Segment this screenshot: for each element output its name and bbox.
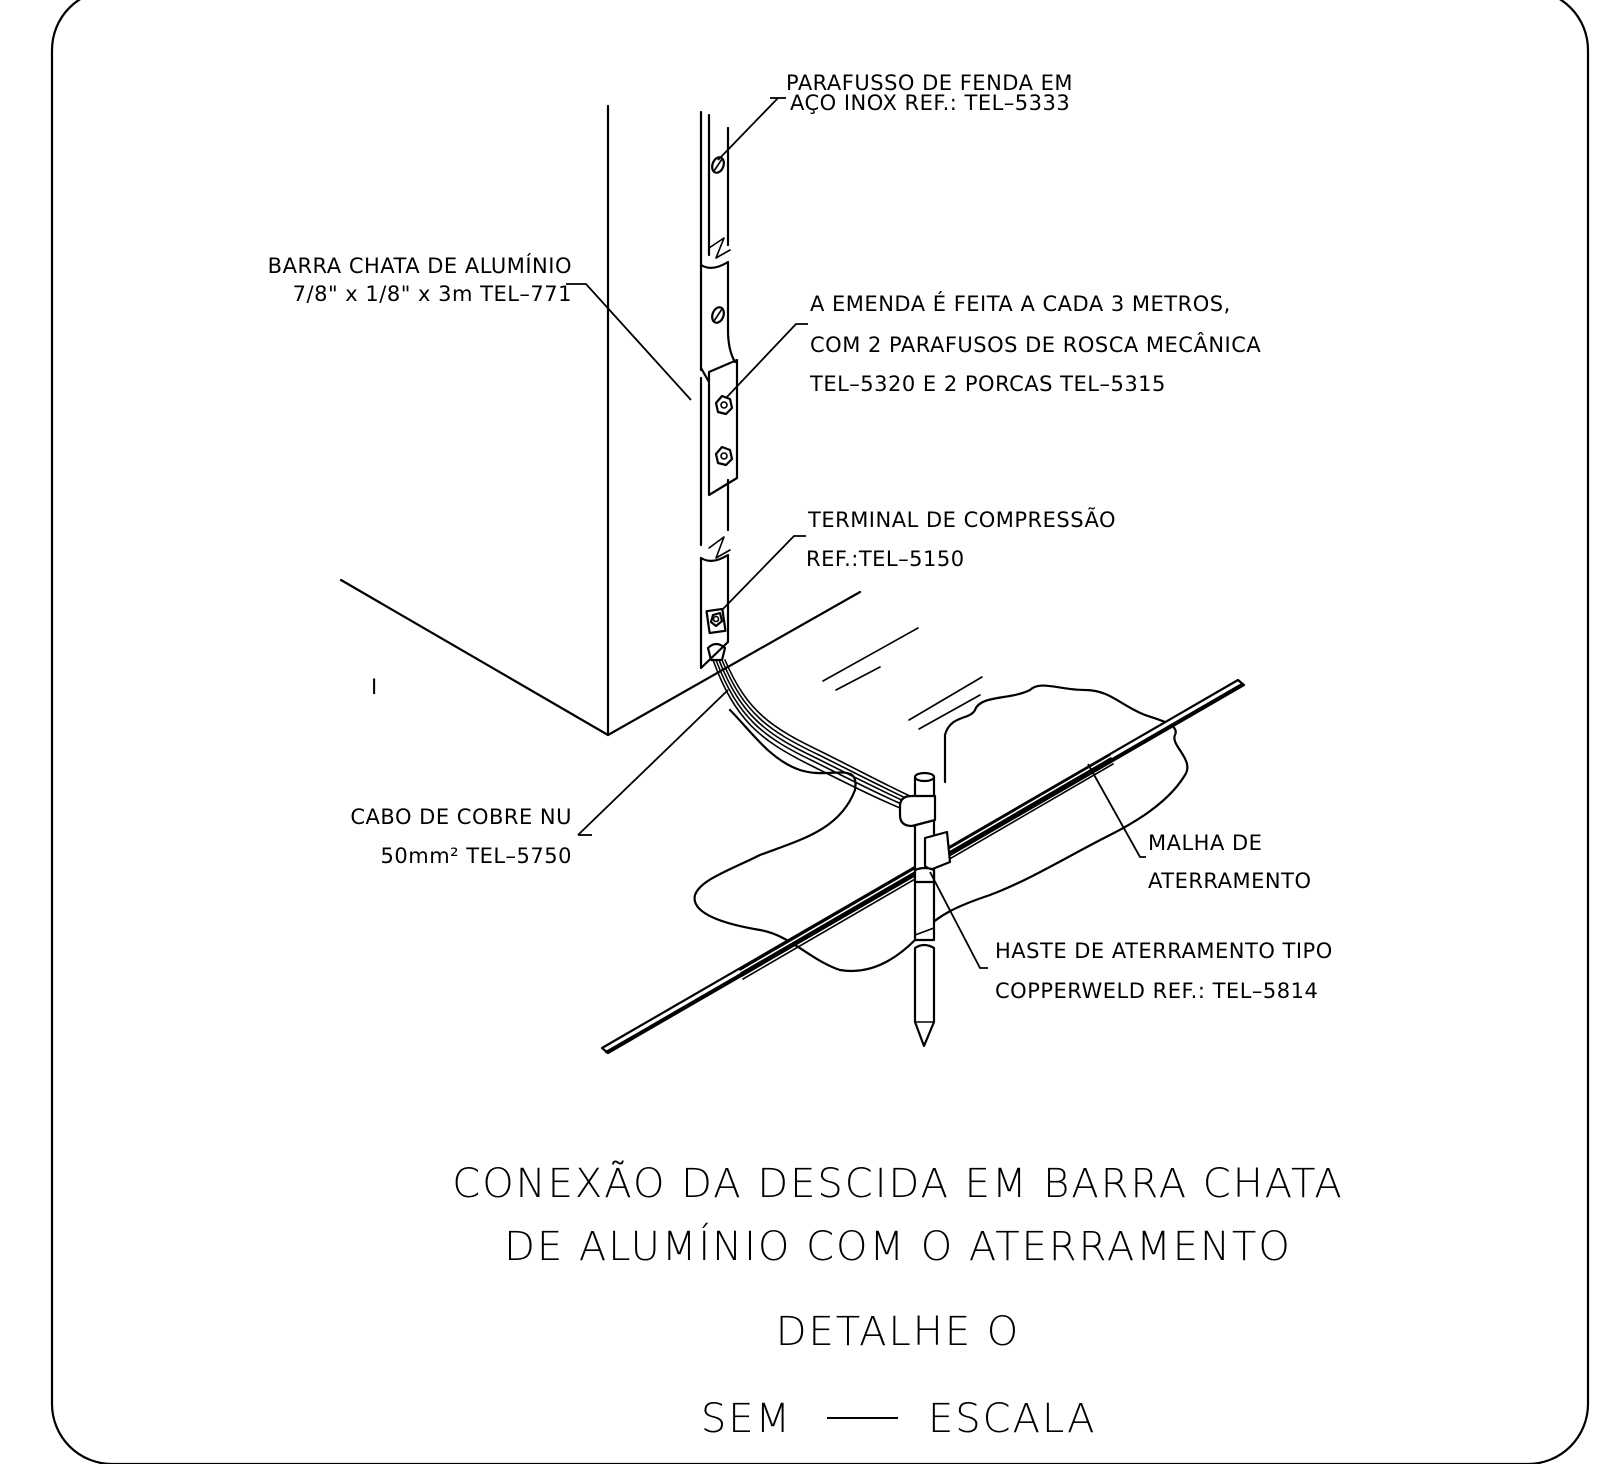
scale-right: ESCALA	[928, 1396, 1097, 1442]
scale-left: SEM	[701, 1396, 792, 1442]
compression-terminal	[705, 607, 727, 662]
splice-label-line3: TEL–5320 E 2 PORCAS TEL–5315	[809, 372, 1166, 396]
rod-clamps	[898, 794, 952, 884]
grid-label-line2: ATERRAMENTO	[1148, 869, 1311, 893]
screw-label-line1: PARAFUSSO DE FENDA EM	[786, 71, 1073, 95]
callout-bar: BARRA CHATA DE ALUMÍNIO 7/8" x 1/8" x 3m…	[268, 253, 572, 306]
terminal-label-line1: TERMINAL DE COMPRESSÃO	[807, 506, 1116, 532]
detail-label: DETALHE O	[776, 1309, 1021, 1355]
screw-label-line2: AÇO INOX REF.: TEL–5333	[790, 91, 1070, 115]
rod-label-line2: COPPERWELD REF.: TEL–5814	[995, 979, 1318, 1003]
title-line1: CONEXÃO DA DESCIDA EM BARRA CHATA	[452, 1159, 1343, 1207]
aluminum-flat-bar	[699, 110, 739, 670]
callout-grid: MALHA DE ATERRAMENTO	[1148, 831, 1311, 893]
grid-label-line1: MALHA DE	[1148, 831, 1262, 855]
callout-splice: A EMENDA É FEITA A CADA 3 METROS, COM 2 …	[809, 291, 1261, 396]
cable-label-line1: CABO DE COBRE NU	[350, 805, 572, 829]
drawing-title: CONEXÃO DA DESCIDA EM BARRA CHATA DE ALU…	[452, 1159, 1343, 1442]
callout-terminal: TERMINAL DE COMPRESSÃO REF.:TEL–5150	[806, 506, 1116, 571]
bar-label-line2: 7/8" x 1/8" x 3m TEL–771	[293, 282, 572, 306]
cable-label-line2: 50mm² TEL–5750	[381, 844, 572, 868]
bar-label-line1: BARRA CHATA DE ALUMÍNIO	[268, 253, 572, 278]
sheet-border	[50, 0, 1590, 1464]
stray-mark: I	[371, 675, 378, 699]
copper-cable	[712, 659, 913, 811]
title-line2: DE ALUMÍNIO COM O ATERRAMENTO	[504, 1222, 1292, 1270]
terminal-label-line2: REF.:TEL–5150	[806, 547, 965, 571]
callout-screw: PARAFUSSO DE FENDA EM AÇO INOX REF.: TEL…	[786, 71, 1073, 115]
ground-outline	[693, 684, 1189, 973]
rod-label-line1: HASTE DE ATERRAMENTO TIPO	[995, 939, 1333, 963]
callout-cable: CABO DE COBRE NU 50mm² TEL–5750	[350, 805, 572, 868]
building-wall	[339, 104, 983, 737]
splice-label-line2: COM 2 PARAFUSOS DE ROSCA MECÂNICA	[810, 332, 1261, 357]
leader-lines	[566, 97, 1146, 969]
callout-rod: HASTE DE ATERRAMENTO TIPO COPPERWELD REF…	[995, 939, 1333, 1003]
splice-label-line1: A EMENDA É FEITA A CADA 3 METROS,	[810, 291, 1231, 316]
